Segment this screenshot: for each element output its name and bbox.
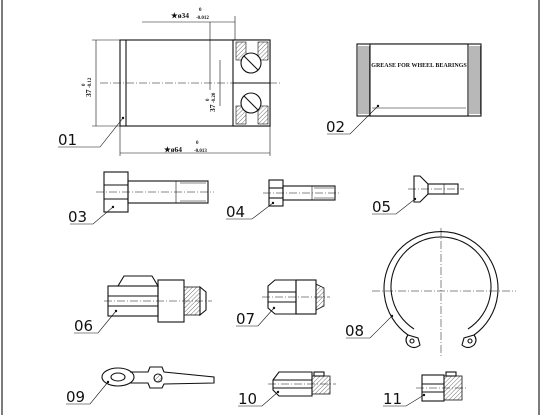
part-label-02: 02 [326,118,345,136]
part-label-06: 06 [74,317,93,335]
svg-text:37: 37 [208,104,217,112]
part-label-10: 10 [238,390,257,408]
dim-width-outer: 37 0 -0.12 [82,77,93,97]
dim-inner-diameter: ★ø34 [171,11,189,20]
svg-text:-0.20: -0.20 [212,92,217,103]
part-label-05: 05 [372,198,391,216]
bolt-large-drawing [96,171,214,213]
dim-inner-upper: 0 [199,8,202,13]
leader-09 [66,381,109,405]
leader-05 [372,198,416,215]
part-label-11: 11 [383,390,402,408]
wheel-bearing-drawing: ★ø34 0 -0.012 ★ø64 0 - [82,8,282,156]
bolt-small-drawing [263,179,341,207]
nut-11-drawing [416,371,468,402]
lock-washer-drawing [101,366,215,389]
part-label-04: 04 [226,203,245,221]
leader-07 [236,307,275,327]
dim-width-inner: 37 0 -0.20 [206,92,217,112]
leader-03 [70,206,114,225]
part-label-09: 09 [66,388,85,406]
svg-text:0: 0 [206,98,211,101]
grease-packet-drawing: GREASE FOR WHEEL BEARINGS [356,43,482,117]
nut-10-drawing [268,371,336,397]
grease-label: GREASE FOR WHEEL BEARINGS [371,63,467,69]
circlip-drawing [372,228,516,356]
dim-outer-upper: 0 [196,141,199,146]
countersunk-screw-drawing [408,175,464,203]
svg-text:37: 37 [84,89,93,97]
leader-02 [327,105,379,135]
leader-04 [226,202,274,220]
leader-06 [74,310,117,334]
dim-inner-lower: -0.012 [196,16,209,21]
dim-outer-diameter: ★ø64 [164,145,182,154]
part-label-08: 08 [345,322,364,340]
nut-07-drawing [262,279,330,315]
leader-11 [383,394,425,407]
leader-08 [346,315,393,339]
hub-nut-drawing [104,275,212,323]
svg-text:-0.12: -0.12 [88,77,93,88]
part-label-07: 07 [236,310,255,328]
svg-text:0: 0 [82,83,87,86]
leader-01 [58,117,124,148]
part-label-03: 03 [68,208,87,226]
leader-10 [238,391,279,407]
part-label-01: 01 [58,131,77,149]
dim-outer-lower: -0.013 [194,149,207,154]
